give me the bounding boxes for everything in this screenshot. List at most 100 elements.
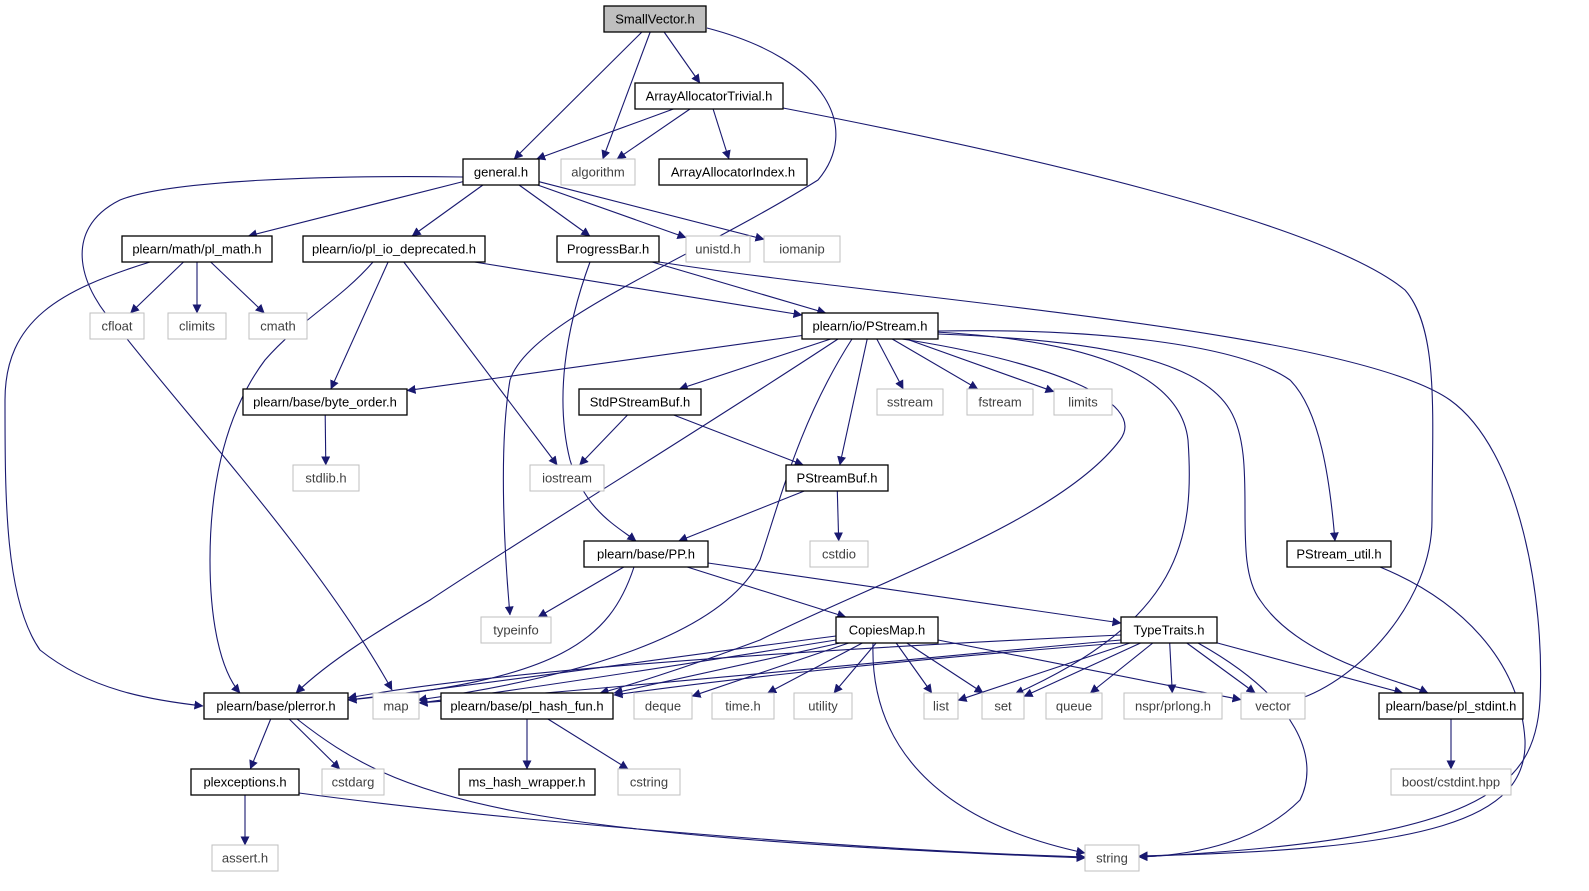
node-box: [981, 692, 1025, 720]
node-box: [876, 388, 944, 416]
node-label: unistd.h: [695, 242, 741, 257]
edge-n24-to-n46: [1138, 566, 1526, 861]
node-cfloat: cfloat: [89, 312, 145, 340]
node-plearn-math-pl-math-h[interactable]: plearn/math/pl_math.h: [121, 235, 273, 263]
node-box: [633, 692, 693, 720]
node-plearn-io-pl-io-deprecated-h[interactable]: plearn/io/pl_io_deprecated.h: [302, 235, 486, 263]
node-limits: limits: [1053, 388, 1113, 416]
edge-n13-to-n18: [906, 338, 1055, 394]
node-cmath: cmath: [248, 312, 308, 340]
node-label: stdlib.h: [305, 471, 346, 486]
node-plearn-base-pl-hash-fun-h[interactable]: plearn/base/pl_hash_fun.h: [440, 692, 614, 720]
node-label: iostream: [542, 471, 592, 486]
node-box: [1240, 692, 1306, 720]
node-label: map: [383, 699, 408, 714]
node-label: limits: [1068, 395, 1098, 410]
node-plearn-io-pstream-h[interactable]: plearn/io/PStream.h: [801, 312, 939, 340]
node-label: climits: [179, 319, 216, 334]
node-box: [966, 388, 1034, 416]
edge-n27-to-n36: [1089, 642, 1154, 694]
node-label: cstring: [630, 775, 668, 790]
node-pstream-util-h[interactable]: PStream_util.h: [1286, 540, 1392, 568]
edge-n26-to-n33: [833, 642, 877, 694]
node-box: [835, 616, 939, 644]
edge-n13-to-n39: [937, 333, 1429, 694]
edge-n1-to-n38: [782, 107, 1434, 702]
node-arrayallocatorindex-h[interactable]: ArrayAllocatorIndex.h: [658, 158, 808, 186]
node-box: [1286, 540, 1392, 568]
edge-n2-to-n29: [81, 176, 464, 691]
node-box: [440, 692, 614, 720]
edge-n1-to-n3: [616, 108, 691, 160]
node-plearn-base-pl-stdint-h[interactable]: plearn/base/pl_stdint.h: [1378, 692, 1524, 720]
node-box: [458, 768, 596, 796]
node-ms-hash-wrapper-h[interactable]: ms_hash_wrapper.h: [458, 768, 596, 796]
node-deque: deque: [633, 692, 693, 720]
node-typeinfo: typeinfo: [480, 616, 552, 644]
edge-n7-to-n23: [562, 261, 637, 542]
node-climits: climits: [167, 312, 227, 340]
node-plearn-base-plerror-h[interactable]: plearn/base/plerror.h: [203, 692, 349, 720]
node-box: [603, 5, 707, 33]
node-box: [372, 692, 420, 720]
edge-n15-to-n21: [673, 414, 804, 467]
edge-n27-to-n39: [1216, 642, 1404, 696]
node-label: set: [994, 699, 1012, 714]
node-queue: queue: [1045, 692, 1103, 720]
node-copiesmap-h[interactable]: CopiesMap.h: [835, 616, 939, 644]
edge-n14-to-n19: [321, 414, 331, 466]
node-label: PStreamBuf.h: [797, 471, 878, 486]
edge-n2-to-n9: [538, 181, 765, 242]
node-box: [1378, 692, 1524, 720]
node-box: [634, 82, 784, 110]
node-box: [785, 464, 889, 492]
node-map: map: [372, 692, 420, 720]
edge-n23-to-n26: [687, 566, 847, 619]
node-label: queue: [1056, 699, 1092, 714]
node-typetraits-h[interactable]: TypeTraits.h: [1120, 616, 1218, 644]
node-box: [560, 158, 636, 186]
node-box: [190, 768, 300, 796]
node-box: [658, 158, 808, 186]
edge-n23-to-n27: [707, 562, 1122, 627]
node-box: [248, 312, 308, 340]
node-box: [1053, 388, 1113, 416]
edge-n27-to-n37: [1167, 642, 1177, 694]
node-label: plearn/base/plerror.h: [216, 699, 335, 714]
node-pstreambuf-h[interactable]: PStreamBuf.h: [785, 464, 889, 492]
node-label: time.h: [725, 699, 760, 714]
node-plearn-base-byte-order-h[interactable]: plearn/base/byte_order.h: [242, 388, 408, 416]
node-set: set: [981, 692, 1025, 720]
edge-n5-to-n12: [210, 261, 265, 314]
node-label: ProgressBar.h: [567, 242, 649, 257]
edge-n30-to-n43: [547, 718, 629, 770]
node-iostream: iostream: [529, 464, 605, 492]
node-label: vector: [1255, 699, 1291, 714]
node-box: [1120, 616, 1218, 644]
node-box: [809, 540, 869, 568]
node-label: nspr/prlong.h: [1135, 699, 1211, 714]
edge-n13-to-n24: [937, 330, 1339, 542]
node-stdpstreambuf-h[interactable]: StdPStreamBuf.h: [578, 388, 702, 416]
node-plearn-base-pp-h[interactable]: plearn/base/PP.h: [583, 540, 709, 568]
edge-n6-to-n13: [474, 261, 803, 319]
node-plexceptions-h[interactable]: plexceptions.h: [190, 768, 300, 796]
node-label: plearn/math/pl_math.h: [132, 242, 261, 257]
node-label: cfloat: [101, 319, 132, 334]
node-box: [578, 388, 702, 416]
edge-n28-to-n40: [249, 718, 272, 770]
node-label: plexceptions.h: [203, 775, 286, 790]
node-sstream: sstream: [876, 388, 944, 416]
edge-n27-to-n46: [1138, 642, 1308, 862]
node-label: assert.h: [222, 851, 268, 866]
edge-n40-to-n46: [298, 792, 1086, 862]
node-general-h[interactable]: general.h: [462, 158, 540, 186]
node-label: plearn/base/byte_order.h: [253, 395, 397, 410]
edge-n13-to-n16: [876, 338, 904, 390]
node-smallvector-h[interactable]: SmallVector.h: [603, 5, 707, 33]
node-progressbar-h[interactable]: ProgressBar.h: [556, 235, 660, 263]
node-arrayallocatortrivial-h[interactable]: ArrayAllocatorTrivial.h: [634, 82, 784, 110]
edge-n6-to-n20: [403, 261, 558, 466]
